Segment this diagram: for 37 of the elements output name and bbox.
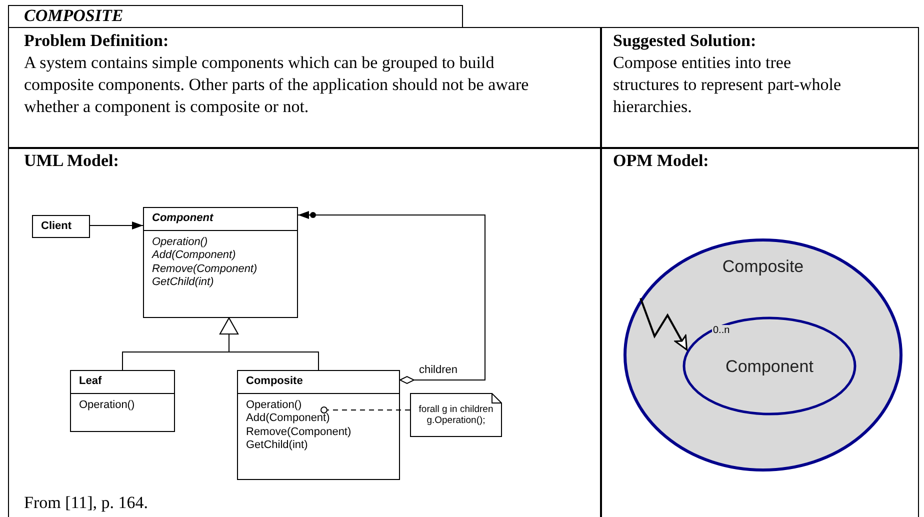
method-text: GetChild(int) (246, 439, 308, 452)
method-text: Remove(Component) (246, 426, 352, 439)
method-text: Operation() (246, 398, 302, 412)
connector (90, 222, 144, 230)
ellipse (682, 316, 857, 416)
method-text: Add(Component) (246, 412, 330, 426)
connector (640, 298, 688, 350)
class-box (143, 207, 298, 318)
body-text: From [11], p. 164. (24, 492, 150, 514)
class-name: Client (41, 220, 72, 232)
method-text: GetChild(int) (152, 276, 214, 290)
note-box (410, 393, 502, 437)
body-text: Compose entities into tree structures to represent part-whole hierarchies. (613, 52, 842, 118)
connector (220, 318, 319, 370)
body-text: A system contains simple components which can be grouped to build composite components. Other parts of the application should not be aware whether a component is composite or not. (24, 52, 530, 118)
title: COMPOSITE (24, 5, 124, 27)
class-name: Composite (246, 375, 303, 387)
class-name: Component (152, 212, 214, 224)
class-box (70, 370, 175, 432)
class-name: Leaf (79, 375, 102, 387)
section-heading: Suggested Solution: (613, 30, 758, 52)
section-heading: UML Model: (24, 150, 120, 172)
dashed-connector (320, 406, 410, 414)
method-text: Add(Component) (152, 249, 236, 262)
connector (298, 211, 486, 384)
section-heading: Problem Definition: (24, 30, 170, 52)
edge-label: children (418, 364, 459, 376)
section-heading: OPM Model: (613, 150, 710, 172)
class-box (32, 215, 90, 238)
method-text: Operation() (79, 398, 135, 412)
ellipse-label: Component (724, 356, 814, 378)
ellipse (623, 238, 903, 472)
method-text: Operation() (152, 236, 208, 249)
class-box (237, 370, 400, 480)
method-text: Remove(Component) (152, 262, 258, 276)
note-text: forall g in children g.Operation(); (418, 404, 494, 426)
ellipse-label: Composite (721, 256, 805, 278)
